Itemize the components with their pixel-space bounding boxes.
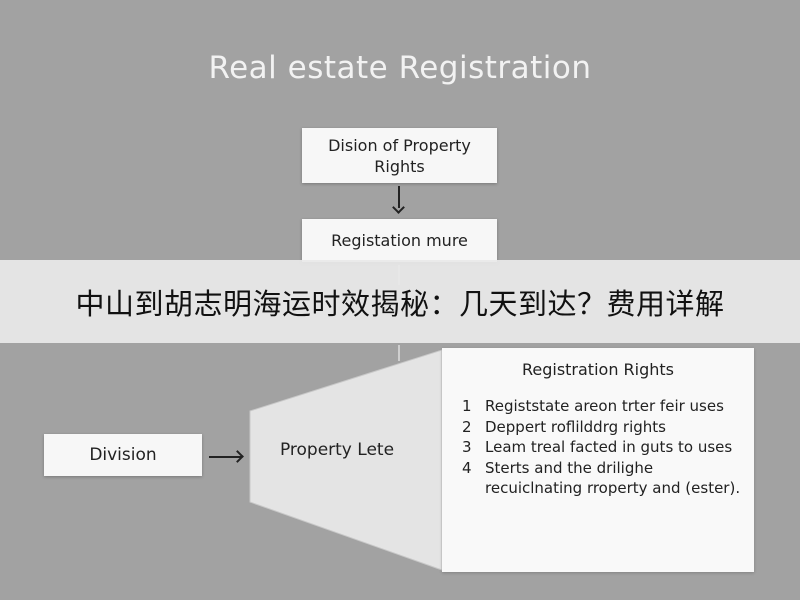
headline-banner: 中山到胡志明海运时效揭秘：几天到达？费用详解	[0, 260, 800, 343]
connector-line-lower	[398, 345, 400, 361]
list-item: 2 Deppert roflilddrg rights	[462, 417, 747, 437]
list-item-number: 4	[462, 459, 472, 477]
list-item-number: 3	[462, 438, 472, 456]
registration-rights-title: Registration Rights	[521, 360, 675, 379]
list-item: 4 Sterts and the drilighe recuiclnating …	[462, 458, 747, 498]
registration-label: Registation mure	[331, 231, 468, 250]
dision-of-property-rights-label: Dision of Property Rights	[328, 135, 471, 176]
registration-rights-list: 1 Registstate areon trter feir uses 2 De…	[462, 396, 747, 498]
list-item-number: 2	[462, 418, 472, 436]
arrow-down-icon	[398, 186, 400, 208]
dision-of-property-rights-box: Dision of Property Rights	[302, 128, 497, 183]
registration-box: Registation mure	[302, 219, 497, 262]
division-label: Division	[89, 444, 157, 465]
list-item: 1 Registstate areon trter feir uses	[462, 396, 747, 416]
division-box: Division	[44, 434, 202, 476]
list-item-text: Sterts and the drilighe recuiclnating rr…	[485, 459, 741, 497]
headline-banner-text: 中山到胡志明海运时效揭秘：几天到达？费用详解	[75, 286, 725, 321]
diagram-title: Real estate Registration	[208, 50, 592, 86]
property-lete-label: Property Lete	[279, 440, 395, 460]
registration-rights-panel: Registration Rights 1 Registstate areon …	[442, 348, 754, 572]
list-item-number: 1	[462, 397, 472, 415]
list-item-text: Deppert roflilddrg rights	[485, 418, 666, 436]
list-item-text: Registstate areon trter feir uses	[485, 397, 724, 415]
list-item: 3 Leam treal facted in guts to uses	[462, 437, 747, 457]
arrow-right-icon	[209, 456, 241, 458]
list-item-text: Leam treal facted in guts to uses	[485, 438, 733, 456]
